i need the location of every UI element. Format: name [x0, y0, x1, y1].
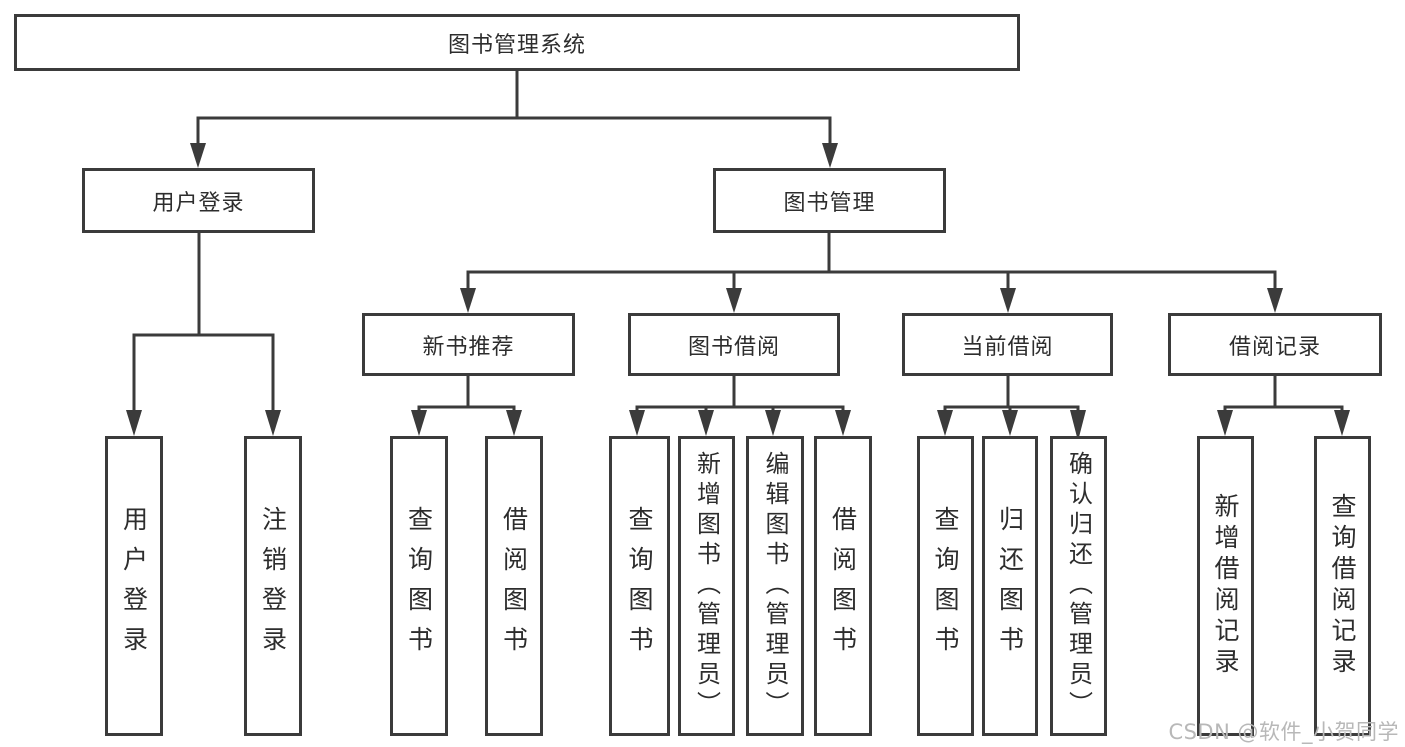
connector-user-login-to-leaves — [126, 231, 281, 436]
node-label: 用户登录 — [152, 190, 245, 216]
connector-book-mgmt-to-level3 — [460, 231, 1283, 313]
arrowhead-icon — [835, 410, 851, 436]
leaf-label: 新增借阅记录 — [1211, 493, 1240, 679]
arrowhead-icon — [726, 288, 742, 313]
node-current-borrowing: 当前借阅 — [902, 313, 1113, 376]
leaf-label: 查询图书 — [625, 506, 654, 666]
leaf-query-books-3: 查询图书 — [917, 436, 974, 736]
leaf-borrow-books-1: 借阅图书 — [485, 436, 543, 736]
leaf-label: 借阅图书 — [499, 506, 529, 666]
arrowhead-icon — [937, 410, 953, 436]
node-new-book-recommend: 新书推荐 — [362, 313, 575, 376]
arrowhead-icon — [506, 410, 522, 436]
leaf-borrow-books-2: 借阅图书 — [814, 436, 872, 736]
leaf-add-borrow-record: 新增借阅记录 — [1197, 436, 1254, 736]
node-library-system: 图书管理系统 — [14, 14, 1020, 71]
arrowhead-icon — [822, 143, 838, 168]
connector-root-to-level2 — [190, 68, 838, 168]
node-borrowing-records: 借阅记录 — [1168, 313, 1382, 376]
leaf-label: 新增图书（管理员） — [692, 451, 721, 721]
leaf-label: 归还图书 — [995, 506, 1025, 666]
arrowhead-icon — [265, 410, 281, 436]
leaf-label: 查询借阅记录 — [1328, 493, 1357, 679]
connector-new-books-to-leaves — [411, 374, 522, 436]
arrowhead-icon — [126, 410, 142, 436]
leaf-logout: 注销登录 — [244, 436, 302, 736]
node-book-borrowing: 图书借阅 — [628, 313, 840, 376]
arrowhead-icon — [1217, 410, 1233, 436]
arrowhead-icon — [1334, 410, 1350, 436]
arrowhead-icon — [411, 410, 427, 436]
leaf-query-books-2: 查询图书 — [609, 436, 670, 736]
arrowhead-icon — [190, 143, 206, 168]
node-book-management: 图书管理 — [713, 168, 946, 233]
arrowhead-icon — [629, 410, 645, 436]
leaf-user-login: 用户登录 — [105, 436, 163, 736]
connector-borrow-records-to-leaves — [1217, 374, 1350, 436]
node-label: 图书管理 — [783, 190, 876, 216]
arrowhead-icon — [765, 410, 781, 436]
leaf-label: 查询图书 — [404, 506, 434, 666]
leaf-label: 用户登录 — [119, 506, 149, 666]
arrowhead-icon — [1267, 288, 1283, 313]
leaf-label: 借阅图书 — [828, 506, 858, 666]
node-label: 图书管理系统 — [447, 32, 586, 58]
leaf-query-borrow-record: 查询借阅记录 — [1314, 436, 1371, 736]
watermark: CSDN @软件_小贺同学 — [1168, 720, 1399, 744]
node-label: 当前借阅 — [961, 334, 1054, 360]
leaf-add-books-admin: 新增图书（管理员） — [678, 436, 735, 736]
leaf-label: 查询图书 — [931, 506, 960, 666]
connector-current-borrow-to-leaves — [937, 374, 1086, 441]
connector-book-borrow-to-leaves — [629, 374, 851, 436]
arrowhead-icon — [1070, 410, 1086, 441]
node-user-login: 用户登录 — [82, 168, 315, 233]
arrowhead-icon — [698, 410, 714, 436]
leaf-edit-books-admin: 编辑图书（管理员） — [746, 436, 804, 736]
leaf-query-books-1: 查询图书 — [390, 436, 448, 736]
leaf-label: 编辑图书（管理员） — [761, 451, 789, 721]
arrowhead-icon — [1002, 410, 1018, 436]
leaf-label: 注销登录 — [258, 506, 288, 666]
arrowhead-icon — [460, 288, 476, 313]
node-label: 新书推荐 — [422, 334, 515, 360]
node-label: 图书借阅 — [687, 334, 780, 360]
leaf-return-books: 归还图书 — [982, 436, 1038, 736]
leaf-confirm-return-admin: 确认归还（管理员） — [1050, 436, 1107, 736]
node-label: 借阅记录 — [1228, 334, 1321, 360]
leaf-label: 确认归还（管理员） — [1064, 451, 1093, 721]
arrowhead-icon — [1000, 288, 1016, 313]
